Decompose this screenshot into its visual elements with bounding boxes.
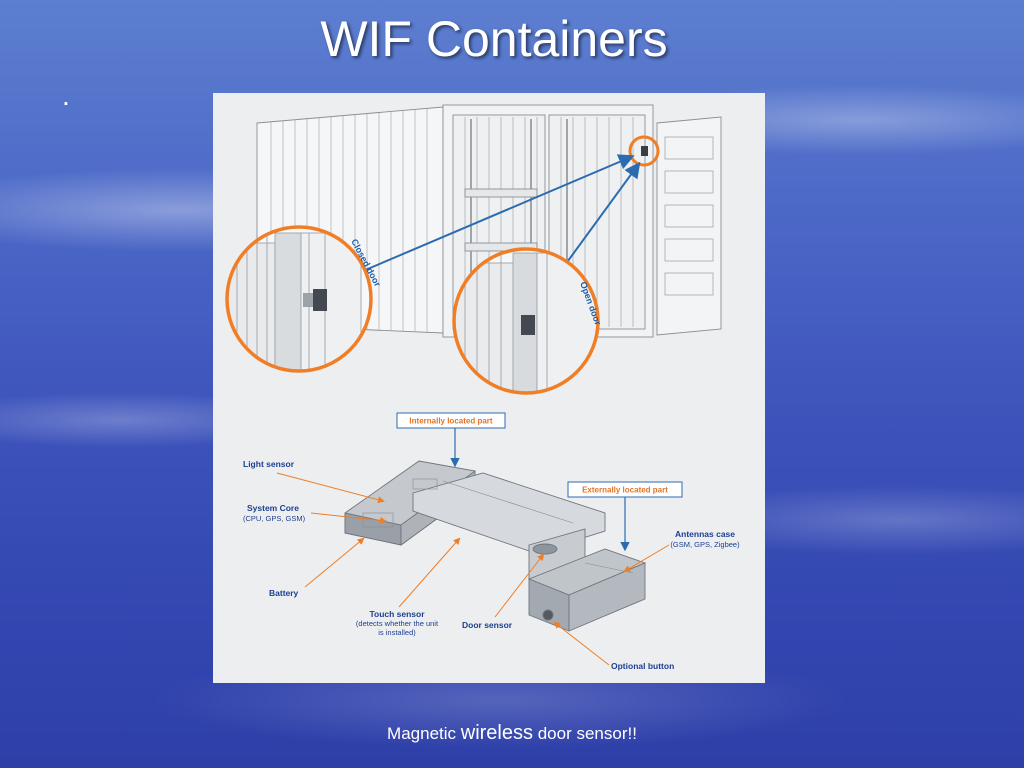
svg-text:(GSM, GPS, Zigbee): (GSM, GPS, Zigbee) [670, 540, 740, 549]
sensor-device-drawing [344, 460, 647, 632]
svg-text:(CPU, GPS, GSM): (CPU, GPS, GSM) [243, 514, 306, 523]
external-part-callout: Externally located part [567, 481, 683, 552]
system-core-label: System Core (CPU, GPS, GSM) [243, 503, 387, 524]
closed-door-pointer [362, 154, 635, 272]
internal-part-callout: Internally located part [396, 412, 506, 468]
battery-label: Battery [269, 537, 365, 598]
svg-text:Internally located part: Internally located part [409, 417, 492, 426]
svg-text:Touch sensor: Touch sensor [369, 609, 425, 619]
open-door-detail: Open door [452, 247, 603, 395]
caption-text-3: door sensor!! [533, 724, 637, 743]
slide-caption: Magnetic wireless door sensor!! [0, 722, 1024, 745]
svg-text:Externally located part: Externally located part [582, 486, 668, 495]
closed-door-detail: Closed door [225, 225, 383, 373]
container-sensor-figure: Closed door Open door [213, 93, 765, 683]
light-sensor-label: Light sensor [243, 459, 385, 504]
svg-text:(detects whether the unit: (detects whether the unit [356, 619, 439, 628]
open-door-pointer [564, 161, 641, 266]
svg-text:Antennas case: Antennas case [675, 529, 735, 539]
sensor-highlight-ring [628, 135, 660, 167]
bullet-marker: . [62, 80, 70, 111]
antennas-case-label: Antennas case (GSM, GPS, Zigbee) [623, 529, 740, 573]
caption-text-2: wireless [460, 722, 533, 744]
door-sensor-label: Door sensor [462, 553, 545, 630]
touch-sensor-label: Touch sensor (detects whether the unit i… [356, 537, 461, 637]
svg-text:Optional button: Optional button [611, 661, 674, 671]
svg-text:Battery: Battery [269, 588, 299, 598]
svg-text:is installed): is installed) [378, 628, 416, 637]
slide-title: WIF Containers [320, 11, 668, 67]
optional-button-label: Optional button [553, 621, 674, 671]
diagram-svg: Closed door Open door [225, 104, 740, 671]
svg-text:Light sensor: Light sensor [243, 459, 295, 469]
svg-text:Door sensor: Door sensor [462, 620, 513, 630]
caption-text-1: Magnetic [387, 724, 461, 743]
svg-text:System Core: System Core [247, 503, 299, 513]
